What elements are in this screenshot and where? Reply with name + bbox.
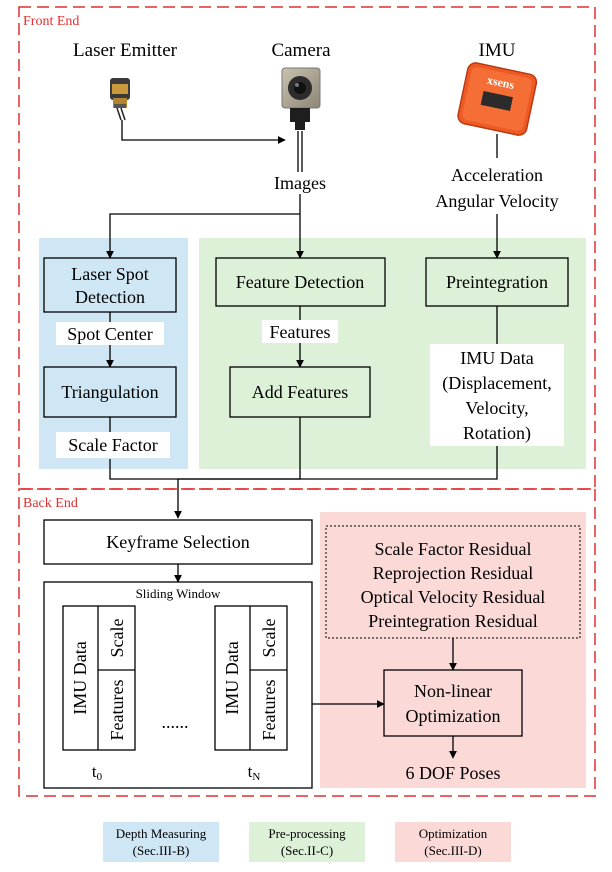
feature-detection-block	[215, 257, 386, 307]
t0-imu-data: IMU Data	[70, 641, 90, 714]
legend-preproc-swatch	[249, 822, 365, 862]
spot-center-label: Spot Center	[67, 324, 153, 344]
nonlinear-optimization-block	[383, 669, 523, 737]
sliding-window-label: Sliding Window	[136, 586, 221, 601]
tn-features: Features	[259, 680, 279, 741]
residual-preintegration: Preintegration Residual	[368, 611, 537, 631]
legend-optim-ref: (Sec.III-D)	[424, 843, 481, 858]
laser-spot-detection-line2: Detection	[75, 287, 145, 307]
legend-preproc-title: Pre-processing	[268, 826, 346, 841]
nonlinear-optimization-line1: Non-linear	[414, 681, 492, 701]
tn-label: tN	[248, 762, 261, 783]
front-end-connectors	[106, 120, 501, 519]
residuals-box	[325, 525, 581, 639]
imu-data-line4: Rotation)	[463, 423, 531, 444]
images-label: Images	[274, 173, 326, 193]
preintegration-label: Preintegration	[446, 272, 548, 292]
imu-data-line3: Velocity,	[465, 398, 528, 418]
legend-optim-swatch	[395, 822, 511, 862]
laser-spot-detection-block	[43, 257, 177, 313]
window-ellipsis: ......	[162, 712, 189, 732]
camera-label: Camera	[271, 40, 331, 61]
triangulation-block	[43, 366, 177, 418]
angular-velocity-label: Angular Velocity	[435, 191, 558, 211]
tn-scale: Scale	[259, 619, 279, 658]
scale-factor-label: Scale Factor	[68, 435, 157, 455]
front-end-label: Front End	[23, 14, 79, 29]
imu-label: IMU	[479, 40, 516, 61]
triangulation-label: Triangulation	[61, 382, 158, 402]
camera-icon	[281, 67, 321, 130]
t0-features: Features	[107, 680, 127, 741]
legend-depth-swatch	[103, 822, 219, 862]
back-end-border	[18, 488, 596, 797]
laser-emitter-label: Laser Emitter	[73, 40, 178, 61]
acceleration-label: Acceleration	[451, 165, 543, 185]
nonlinear-optimization-line2: Optimization	[406, 706, 501, 726]
back-end-label: Back End	[23, 496, 78, 511]
residual-optical-velocity: Optical Velocity Residual	[361, 587, 546, 607]
imu-data-line1: IMU Data	[460, 348, 533, 368]
keyframe-selection-label: Keyframe Selection	[106, 532, 249, 552]
t0-scale: Scale	[107, 619, 127, 658]
residual-scale-factor: Scale Factor Residual	[375, 539, 532, 559]
laser-emitter-icon	[110, 78, 130, 121]
frame-t0: IMU Data Scale Features	[62, 605, 136, 751]
legend: Depth Measuring (Sec.III-B) Pre-processi…	[103, 822, 511, 862]
features-label: Features	[270, 322, 331, 342]
imu-icon: xsens	[457, 62, 538, 136]
legend-optim-title: Optimization	[419, 826, 488, 841]
legend-preproc-ref: (Sec.II-C)	[281, 843, 333, 858]
legend-depth-ref: (Sec.III-B)	[133, 843, 190, 858]
imu-data-line2: (Displacement,	[442, 373, 551, 394]
preintegration-block	[425, 257, 569, 307]
legend-depth-title: Depth Measuring	[116, 826, 207, 841]
t0-label: t0	[92, 762, 103, 783]
laser-spot-detection-line1: Laser Spot	[71, 264, 148, 284]
add-features-label: Add Features	[252, 382, 348, 402]
frame-tn: IMU Data Scale Features	[214, 605, 288, 751]
residual-reprojection: Reprojection Residual	[373, 563, 533, 583]
feature-detection-label: Feature Detection	[236, 272, 364, 292]
front-end-border	[18, 6, 596, 490]
keyframe-selection-block	[43, 519, 313, 565]
imu-brand-text: xsens	[486, 73, 516, 92]
add-features-block	[229, 366, 371, 418]
poses-label: 6 DOF Poses	[405, 763, 500, 783]
tn-imu-data: IMU Data	[222, 641, 242, 714]
